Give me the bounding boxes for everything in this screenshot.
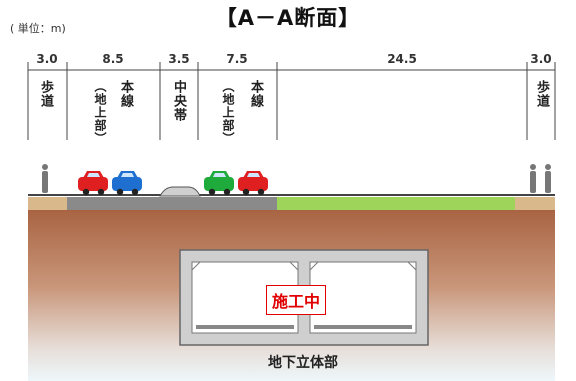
section-title: 【A－A断面】 — [215, 6, 361, 30]
car-icon — [78, 171, 268, 196]
mainline-left-subtitle: （地上部） — [93, 80, 107, 145]
left-sidewalk-surface — [28, 197, 67, 210]
dimension-value: 3.5 — [168, 52, 190, 66]
mainline-left-label: 本線 — [118, 80, 133, 108]
median-bump — [159, 186, 201, 197]
median-label: 中央帯 — [171, 80, 186, 122]
dimension-value: 3.0 — [36, 52, 58, 66]
dimension-line — [27, 62, 556, 140]
underground-section-label: 地下立体部 — [268, 355, 338, 371]
construction-label: 施工中 — [266, 285, 327, 315]
road-surface — [67, 197, 277, 210]
pedestrian-icon — [42, 164, 551, 193]
sidewalk-right-label: 歩道 — [534, 80, 549, 108]
right-sidewalk-surface — [515, 197, 555, 210]
dimension-value: 7.5 — [226, 52, 248, 66]
mainline-right-label: 本線 — [248, 80, 263, 108]
dimension-value: 3.0 — [530, 52, 552, 66]
underground-box — [179, 249, 429, 346]
dimension-value: 24.5 — [387, 52, 417, 66]
unit-label: ( 単位：m) — [10, 22, 66, 35]
mainline-right-subtitle: （地上部） — [221, 80, 235, 145]
dimension-value: 8.5 — [102, 52, 124, 66]
sidewalk-left-label: 歩道 — [38, 80, 53, 108]
grass-surface — [277, 197, 515, 210]
